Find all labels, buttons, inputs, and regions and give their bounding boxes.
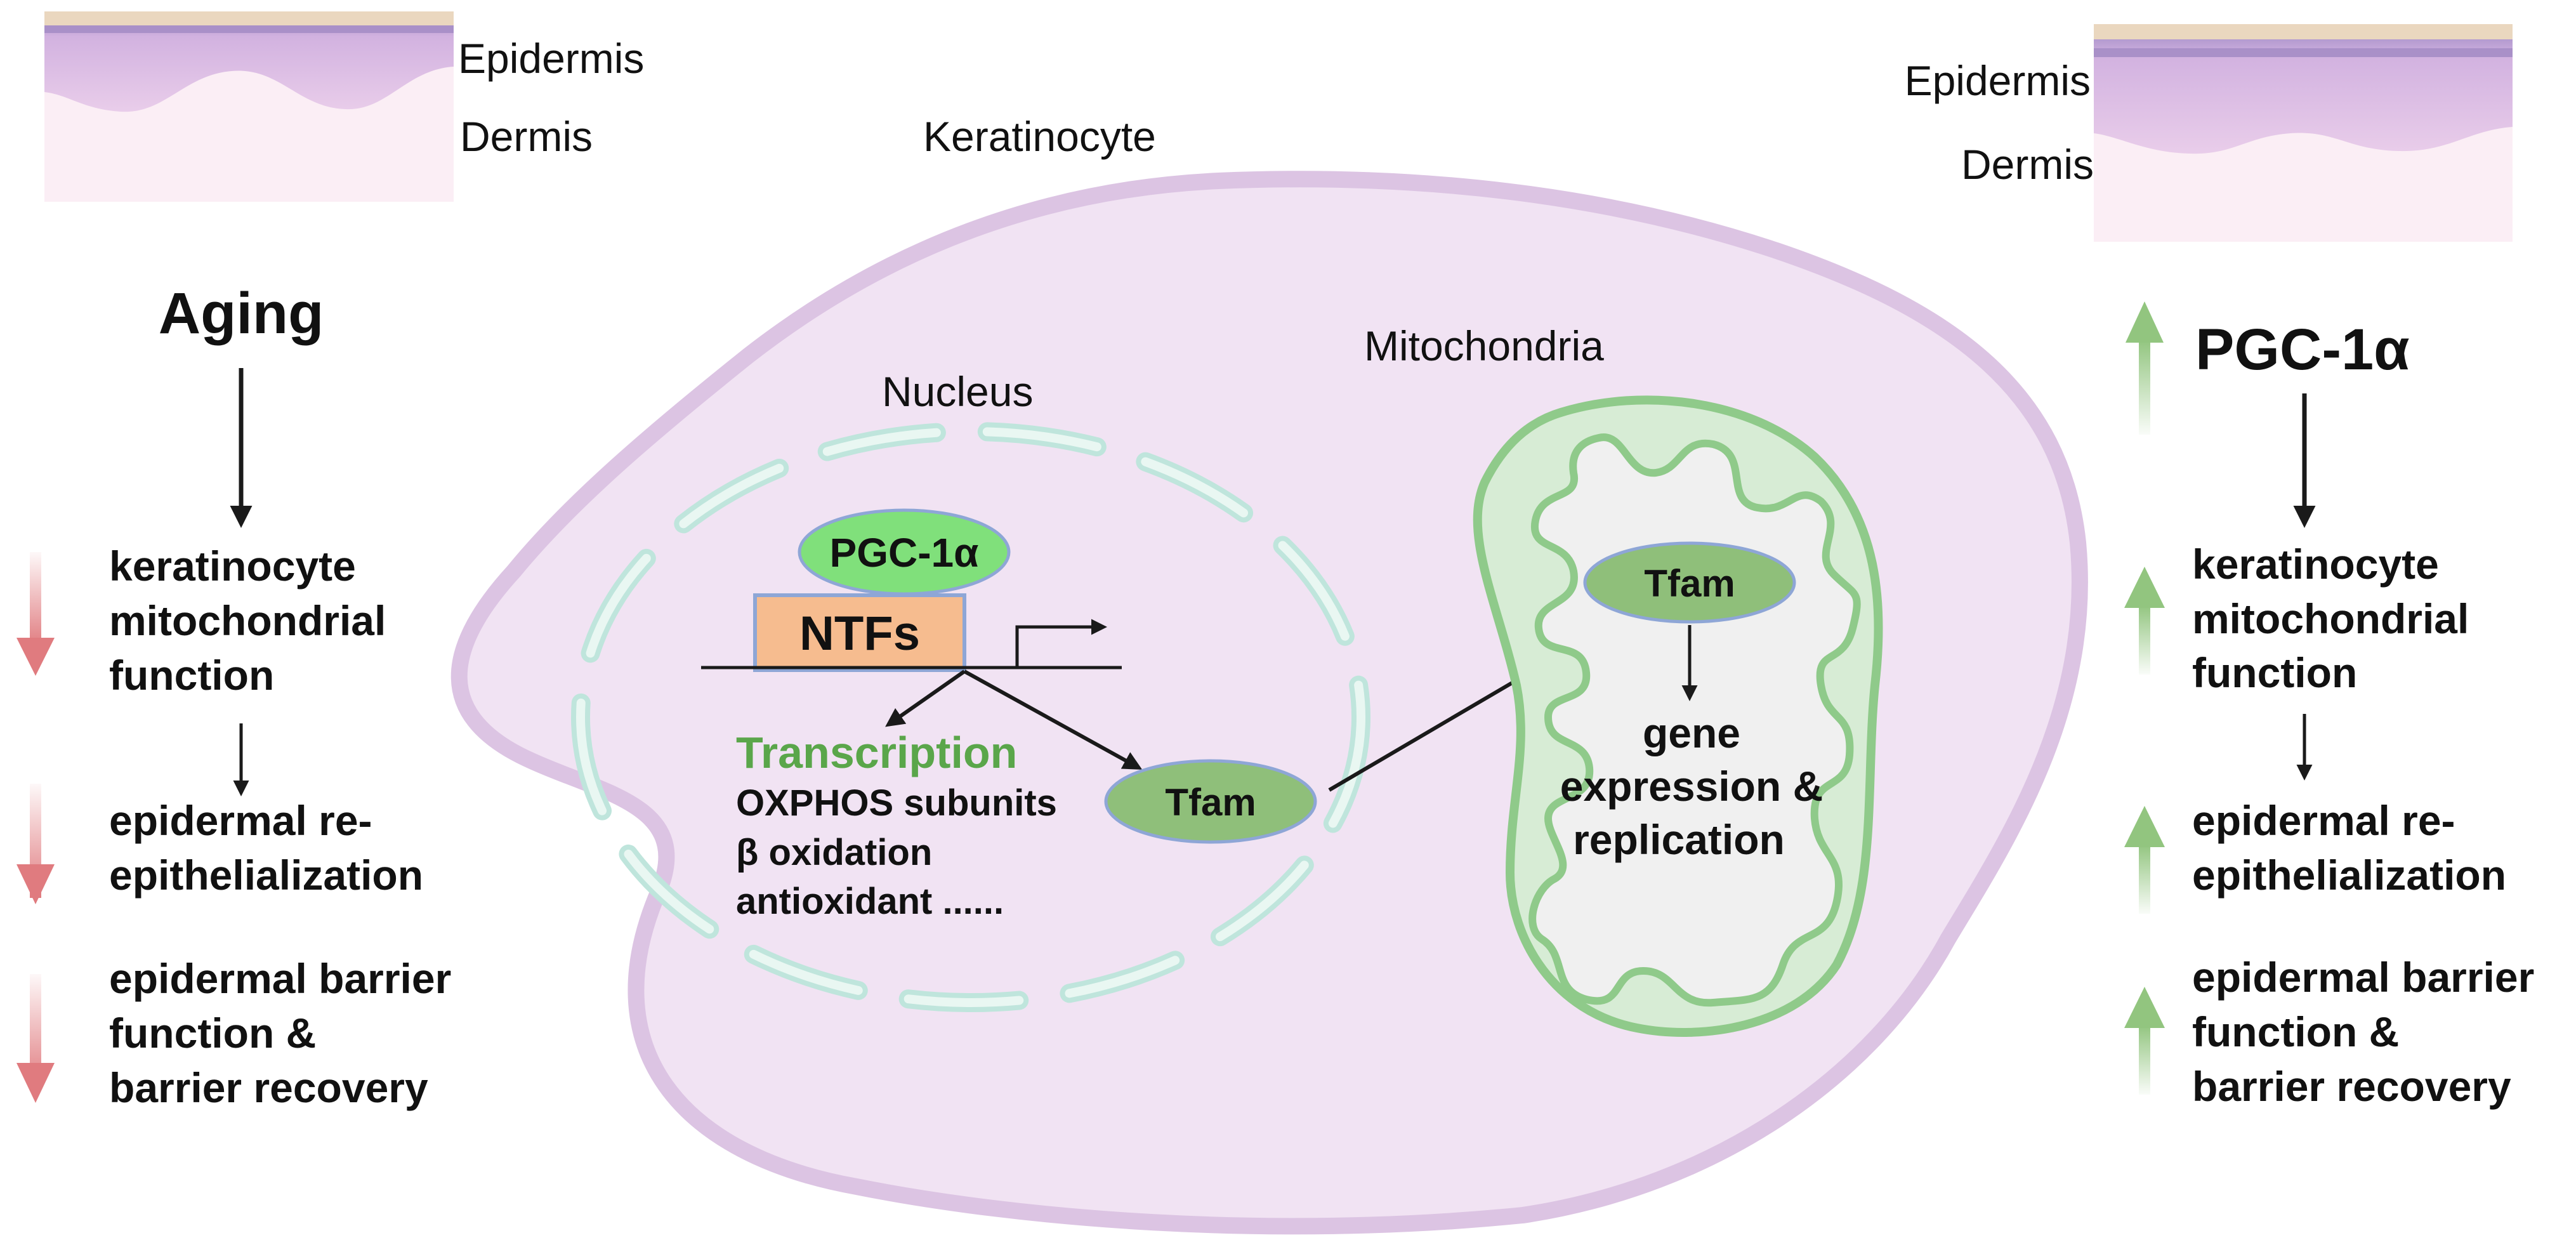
- left-decrease-arrow-2: [16, 784, 55, 904]
- svg-text:keratinocyte: keratinocyte: [109, 543, 356, 590]
- mito-text-expression: expression &: [1560, 763, 1824, 810]
- left-decrease-arrow-1: [16, 552, 55, 676]
- arrow-ntfs-to-transcription: [885, 669, 966, 727]
- mito-text-replication: replication: [1573, 816, 1785, 863]
- tfam-nucleus-label: Tfam: [1165, 781, 1256, 824]
- ntfs-box: [753, 593, 966, 672]
- target-antioxidant: antioxidant ......: [736, 881, 1004, 922]
- right-epidermis-label: Epidermis: [1905, 57, 2091, 104]
- keratinocyte-label: Keratinocyte: [923, 113, 1156, 160]
- right-increase-arrow-2: [2124, 806, 2165, 914]
- pgc1a-nucleus-label: PGC-1α: [830, 530, 979, 576]
- right-effect-1: keratinocyte mitochondrial function: [2192, 541, 2469, 696]
- ntfs-label: NTFs: [799, 607, 920, 661]
- tfam-nucleus-node: [1104, 759, 1317, 844]
- mitochondria-label: Mitochondria: [1364, 322, 1604, 369]
- right-skin-illustration: [2094, 24, 2513, 242]
- svg-text:epidermal re-: epidermal re-: [109, 797, 372, 844]
- svg-text:epidermal re-: epidermal re-: [2192, 797, 2455, 844]
- left-effect-2: epidermal re- epithelialization: [109, 797, 423, 899]
- pgc1a-right-title: PGC-1α: [2195, 317, 2410, 382]
- mito-text-gene: gene: [1643, 709, 1740, 756]
- left-decrease-arrow-3: [16, 974, 55, 1103]
- right-effect-3: epidermal barrier function & barrier rec…: [2192, 954, 2534, 1110]
- right-increase-arrow-3: [2124, 987, 2165, 1095]
- tfam-mito-label: Tfam: [1644, 562, 1735, 605]
- left-skin-illustration: [44, 11, 454, 202]
- svg-text:keratinocyte: keratinocyte: [2192, 541, 2439, 588]
- svg-text:function: function: [109, 652, 274, 699]
- svg-text:epidermal barrier: epidermal barrier: [2192, 954, 2534, 1001]
- svg-text:mitochondrial: mitochondrial: [2192, 595, 2469, 642]
- left-epidermis-label: Epidermis: [458, 35, 644, 82]
- left-effect-3: epidermal barrier function & barrier rec…: [109, 955, 451, 1111]
- tfam-mito-node: [1583, 541, 1796, 624]
- target-beta-oxidation: β oxidation: [736, 832, 932, 873]
- svg-text:function &: function &: [109, 1010, 316, 1057]
- left-effect-1: keratinocyte mitochondrial function: [109, 543, 386, 699]
- right-dermis-label: Dermis: [1961, 141, 2094, 188]
- right-increase-arrow-1: [2124, 567, 2165, 675]
- svg-text:mitochondrial: mitochondrial: [109, 597, 386, 644]
- arrow-ntfs-to-tfam: [963, 669, 1143, 770]
- nucleus-label: Nucleus: [882, 368, 1033, 415]
- svg-text:barrier recovery: barrier recovery: [109, 1064, 428, 1111]
- left-dermis-label: Dermis: [460, 113, 593, 160]
- transcription-label: Transcription: [736, 728, 1017, 777]
- svg-text:barrier recovery: barrier recovery: [2192, 1063, 2511, 1110]
- svg-text:epidermal barrier: epidermal barrier: [109, 955, 451, 1002]
- aging-title: Aging: [159, 281, 324, 346]
- svg-text:function: function: [2192, 649, 2357, 696]
- svg-text:epithelialization: epithelialization: [109, 852, 423, 899]
- target-oxphos: OXPHOS subunits: [736, 782, 1057, 824]
- svg-text:function &: function &: [2192, 1008, 2399, 1055]
- right-effect-2: epidermal re- epithelialization: [2192, 797, 2506, 899]
- right-increase-arrow-title: [2126, 301, 2164, 435]
- svg-text:epithelialization: epithelialization: [2192, 852, 2506, 899]
- transcription-start-arrow: [1015, 619, 1107, 668]
